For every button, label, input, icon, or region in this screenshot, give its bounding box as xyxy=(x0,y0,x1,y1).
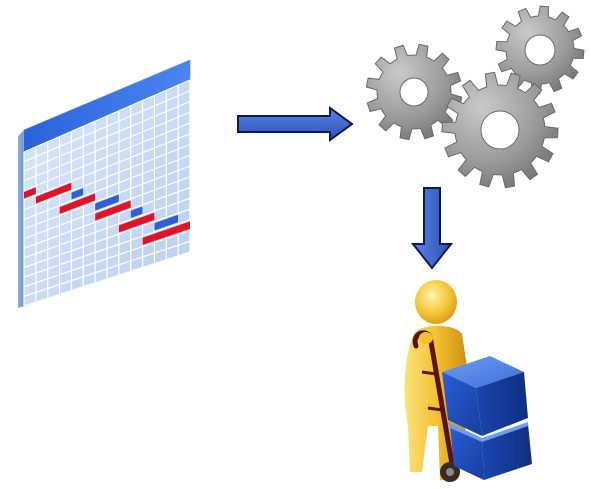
gantt-grid-line xyxy=(23,154,191,220)
gantt-grid-line xyxy=(23,229,191,288)
gantt-task-bar xyxy=(59,193,96,215)
box-upper-top xyxy=(442,356,524,388)
gantt-chart-icon xyxy=(16,56,194,310)
arrow-down-icon xyxy=(410,186,454,270)
gantt-grid-line xyxy=(23,90,191,163)
arrow-down-shape xyxy=(410,187,454,270)
gear-left-icon xyxy=(366,43,463,141)
gears-icon xyxy=(366,4,588,190)
gantt-grid-line xyxy=(23,79,191,153)
gantt-task-bar xyxy=(130,206,143,218)
gantt-header-band xyxy=(24,60,190,152)
gantt-sheet-edge xyxy=(18,130,24,308)
gantt-chart-graphic xyxy=(18,59,191,308)
gantt-grid-line xyxy=(23,143,191,211)
gantt-grid-line xyxy=(23,111,191,182)
gantt-grid-line xyxy=(23,100,191,172)
box-lower-side xyxy=(482,424,532,480)
gantt-grid-line xyxy=(23,122,191,192)
gantt-grid-line xyxy=(23,251,191,307)
arrow-right-icon xyxy=(236,106,354,142)
hand-truck-hub xyxy=(446,468,454,476)
gantt-task-bar xyxy=(24,187,36,199)
gear-shape xyxy=(495,5,585,95)
gear-shape xyxy=(441,71,559,189)
gantt-task-bar xyxy=(35,182,72,204)
gantt-task-bar xyxy=(142,221,190,246)
gantt-grid-line xyxy=(23,133,191,201)
gantt-task-bar xyxy=(95,200,131,221)
gantt-task-bar xyxy=(95,194,119,211)
hand-truck-rung-lower xyxy=(427,406,443,412)
person-hand xyxy=(419,332,433,344)
box-upper-side xyxy=(476,372,528,436)
box-upper-front xyxy=(442,372,482,436)
gantt-task-bar xyxy=(71,187,84,200)
gear-small-icon xyxy=(495,5,585,95)
gantt-grid-line xyxy=(23,208,191,269)
gantt-grid-line xyxy=(23,165,191,230)
gantt-bars xyxy=(24,182,190,246)
gear-large-icon xyxy=(441,71,559,189)
gantt-grid-line xyxy=(23,186,191,249)
gantt-grid-line xyxy=(23,197,191,259)
arrow-right-shape xyxy=(237,106,354,142)
gantt-grid-line xyxy=(23,240,191,297)
gantt-grid-line xyxy=(23,176,191,240)
person-with-hand-truck-icon xyxy=(392,276,542,486)
gear-shape xyxy=(366,43,463,141)
box-lower-top xyxy=(448,422,528,442)
person-head xyxy=(415,280,457,324)
gantt-task-bar xyxy=(118,212,155,233)
hand-truck-rung xyxy=(421,370,437,376)
box-lower-front xyxy=(450,426,484,480)
gantt-grid xyxy=(23,79,191,307)
gantt-task-bar xyxy=(154,214,179,231)
gantt-grid-line xyxy=(23,219,191,278)
